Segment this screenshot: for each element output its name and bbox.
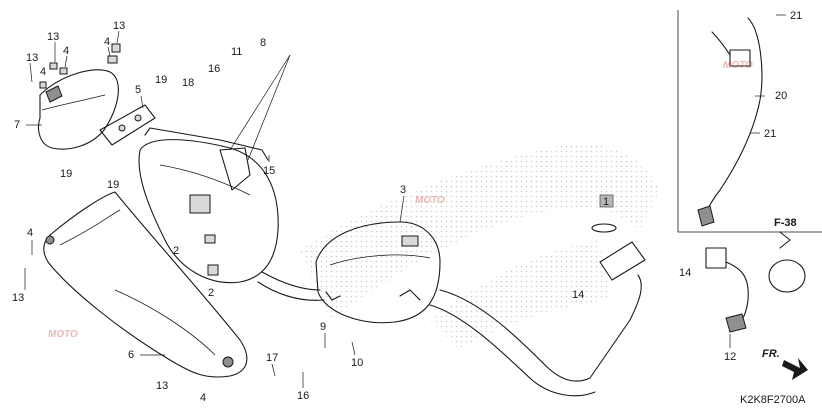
callout-21: 21 bbox=[764, 128, 776, 140]
watermark-text: MOTO bbox=[723, 60, 753, 71]
callout-14: 14 bbox=[679, 267, 691, 279]
oxygen-sensor-lower[interactable] bbox=[705, 247, 749, 333]
callout-5: 5 bbox=[135, 84, 141, 96]
ref-box-label: F-38 bbox=[774, 217, 797, 229]
watermark-marks: MOTO MOTO MOTO bbox=[48, 60, 753, 340]
callout-21: 21 bbox=[790, 10, 802, 22]
callout-4: 4 bbox=[27, 227, 33, 239]
callout-18: 18 bbox=[182, 77, 194, 89]
watermark-text: MOTO bbox=[48, 329, 78, 340]
bracket[interactable] bbox=[99, 104, 156, 146]
callout-13: 13 bbox=[156, 380, 168, 392]
callout-8: 8 bbox=[260, 37, 266, 49]
upper-heat-shield[interactable] bbox=[37, 69, 119, 150]
bolt-group-upper-left[interactable] bbox=[39, 43, 121, 89]
callout-17: 17 bbox=[266, 352, 278, 364]
front-arrow-icon bbox=[782, 358, 808, 380]
callout-13: 13 bbox=[113, 20, 125, 32]
callout-15: 15 bbox=[263, 165, 275, 177]
front-label: FR. bbox=[762, 348, 780, 360]
diagram-code: K2K8F2700A bbox=[740, 394, 806, 406]
callout-13: 13 bbox=[26, 52, 38, 64]
muffler-body[interactable] bbox=[138, 127, 279, 284]
callout-3: 3 bbox=[400, 184, 406, 196]
callout-2: 2 bbox=[208, 287, 214, 299]
catalyst-chamber[interactable] bbox=[315, 221, 441, 324]
callout-9: 9 bbox=[320, 321, 326, 333]
connecting-pipe[interactable] bbox=[257, 271, 325, 301]
clamp-reference[interactable] bbox=[768, 231, 806, 293]
callout-4: 4 bbox=[63, 45, 69, 57]
lower-heat-shield[interactable] bbox=[43, 191, 248, 378]
callout-19: 19 bbox=[60, 168, 72, 180]
honda-wing-watermark bbox=[300, 144, 660, 350]
callout-19: 19 bbox=[155, 74, 167, 86]
callout-13: 13 bbox=[12, 292, 24, 304]
callout-16: 16 bbox=[297, 390, 309, 402]
exhaust-pipe[interactable] bbox=[429, 223, 646, 397]
callout-14: 14 bbox=[572, 289, 584, 301]
callout-11: 11 bbox=[231, 46, 242, 58]
inset-sensor-box bbox=[677, 10, 822, 233]
callout-19: 19 bbox=[107, 179, 119, 191]
callout-13: 13 bbox=[47, 31, 59, 43]
callout-4: 4 bbox=[40, 66, 46, 78]
callout-2: 2 bbox=[173, 245, 179, 257]
callout-labels: 13 13 4 4 4 13 7 5 19 19 19 18 16 11 8 1… bbox=[12, 10, 806, 406]
callout-10: 10 bbox=[351, 357, 363, 369]
callout-16: 16 bbox=[208, 63, 220, 75]
boxed-callout: 1 bbox=[599, 194, 614, 208]
callout-4: 4 bbox=[200, 392, 206, 404]
leader-lines bbox=[24, 14, 786, 388]
boxed-callout-text: 1 bbox=[603, 196, 609, 208]
callout-4: 4 bbox=[104, 36, 110, 48]
callout-12: 12 bbox=[724, 351, 736, 363]
callout-7: 7 bbox=[14, 119, 20, 131]
callout-20: 20 bbox=[775, 90, 787, 102]
callout-6: 6 bbox=[128, 349, 134, 361]
watermark-text: MOTO bbox=[415, 195, 445, 206]
